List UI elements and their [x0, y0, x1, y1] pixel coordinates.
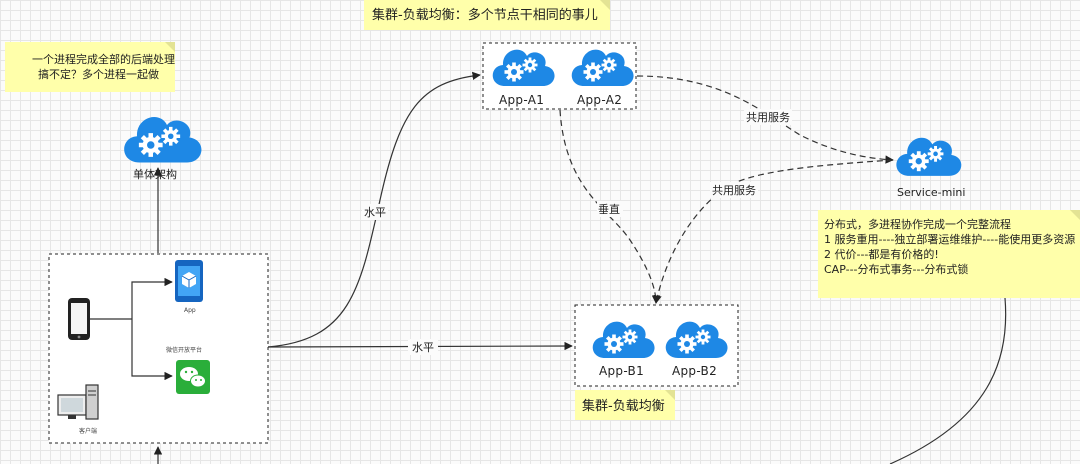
top-title-text: 集群-负载均衡：多个节点干相同的事儿 [372, 7, 598, 23]
label-horizontal-up: 水平 [364, 206, 386, 219]
cluster-a: App-A1 App-A2 [482, 42, 637, 110]
left-note-line1: 一个进程完成全部的后端处理 [32, 52, 175, 66]
monolith-label: 单体架构 [133, 167, 177, 181]
client-label: 客户端 [79, 427, 97, 435]
edge-client-to-cluster-a [267, 71, 481, 348]
label-horizontal-right: 水平 [412, 341, 434, 354]
label-shared-service-1: 共用服务 [746, 111, 790, 124]
bottom-title-text: 集群-负载均衡 [582, 398, 665, 414]
app-b2-label: App-B2 [672, 364, 717, 378]
mobile-app-icon [175, 260, 203, 302]
cloud-gear-icon [124, 117, 202, 163]
right-note-line1: 分布式，多进程协作完成一个完整流程 [824, 217, 1011, 231]
mobile-app-label: App [184, 307, 196, 314]
right-note-line3: 2 代价---都是有价格的! [824, 247, 939, 261]
edge-labels: 水平 水平 垂直 共用服务 共用服务 [362, 109, 792, 355]
monolith-node: 单体架构 [124, 117, 202, 181]
wechat-label: 微信开放平台 [166, 346, 202, 354]
right-note: 分布式，多进程协作完成一个完整流程 1 服务重用----独立部署运维维护----… [818, 210, 1080, 298]
left-note: 一个进程完成全部的后端处理 搞不定？多个进程一起做 [5, 42, 175, 92]
edge-phone-to-app [131, 277, 173, 319]
top-title-note: 集群-负载均衡：多个节点干相同的事儿 [364, 0, 610, 30]
app-b1-label: App-B1 [599, 364, 644, 378]
smartphone-icon [68, 298, 90, 340]
app-a2-label: App-A2 [577, 93, 622, 107]
wechat-icon [176, 360, 210, 394]
desktop-computer-icon [57, 384, 99, 420]
cluster-b: App-B1 App-B2 [574, 304, 739, 387]
right-note-line4: CAP---分布式事务---分布式锁 [824, 262, 968, 276]
bottom-title-note: 集群-负载均衡 [575, 390, 675, 420]
app-a1-label: App-A1 [499, 93, 544, 107]
service-cloud-icon [896, 137, 962, 176]
client-box: App 微信开放平台 客户端 [48, 253, 269, 444]
label-shared-service-2: 共用服务 [712, 184, 756, 197]
label-vertical: 垂直 [598, 202, 620, 216]
right-note-line2: 1 服务重用----独立部署运维维护----能使用更多资源 [824, 232, 1075, 246]
service-mini-label: Service-mini [897, 186, 965, 199]
service-mini-node: Service-mini [896, 137, 965, 199]
edge-right-curve [889, 297, 1007, 464]
edge-phone-to-wechat [131, 319, 173, 381]
edge-a1-to-b-vertical [559, 109, 661, 304]
left-note-line2: 搞不定？多个进程一起做 [38, 67, 159, 81]
